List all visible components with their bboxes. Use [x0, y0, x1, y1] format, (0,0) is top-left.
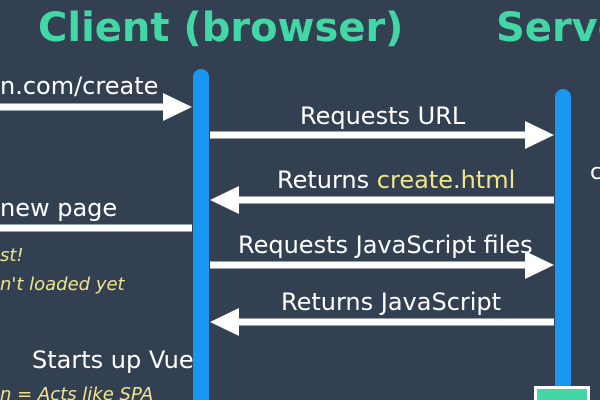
- server-side-text-fragment: c: [590, 160, 600, 185]
- partial-box: [534, 386, 590, 400]
- url-label: n.com/create: [0, 72, 159, 100]
- returns-html-label: Returns create.html: [277, 168, 515, 192]
- arrow-url-to-client: [0, 93, 192, 121]
- requests-js-label: Requests JavaScript files: [238, 231, 533, 259]
- starts-vue-label: Starts up Vue: [32, 346, 194, 374]
- arrow-requests-js: [210, 251, 554, 279]
- returns-prefix: Returns: [277, 166, 377, 194]
- requests-url-label: Requests URL: [300, 102, 466, 130]
- server-header: Server: [496, 5, 600, 51]
- note-line-2: n't loaded yet: [0, 274, 125, 295]
- new-page-label: new page: [0, 194, 118, 222]
- returns-file: create.html: [376, 166, 516, 194]
- arrow-returns-js: [210, 308, 554, 336]
- arrow-returns-html: [210, 186, 554, 214]
- returns-js-label: Returns JavaScript: [281, 288, 502, 316]
- arrow-requests-url: [210, 121, 554, 149]
- client-header: Client (browser): [38, 5, 404, 51]
- note-line-1: st!: [0, 245, 24, 266]
- note-line-3: n = Acts like SPA: [0, 384, 154, 400]
